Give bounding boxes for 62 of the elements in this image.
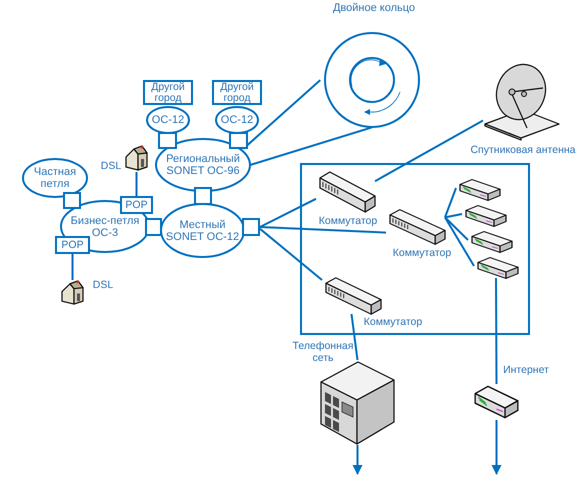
icon-caption: Интернет [502, 364, 550, 376]
labeled-box [212, 80, 262, 105]
node-label: Другой город [219, 82, 255, 104]
labeled-box [143, 80, 193, 105]
connector-square [229, 132, 248, 149]
router-icon [458, 178, 502, 202]
network-boundary [300, 163, 530, 335]
connection-line [374, 120, 484, 182]
connection-line [444, 188, 457, 218]
node-label: POP [125, 200, 148, 210]
router-icon [473, 384, 520, 420]
house-icon [60, 280, 85, 306]
icon-caption: Телефонная сеть [292, 340, 354, 364]
icon-caption: DSL [92, 279, 114, 291]
switch-icon [318, 170, 377, 214]
node-label: Региональный SONET OC-96 [165, 153, 241, 177]
satellite-dish-icon [483, 62, 561, 140]
router-icon [464, 204, 508, 228]
switch-icon [324, 276, 383, 316]
arrow [492, 420, 502, 475]
connection-line [72, 254, 74, 280]
node-label: Частная петля [32, 166, 78, 190]
labeled-box [55, 236, 90, 254]
network-ring [160, 203, 245, 258]
ring-label: Двойное кольцо [332, 2, 416, 14]
connector-square [63, 192, 81, 209]
connector-square [242, 218, 260, 236]
node-label: OC-12 [220, 114, 254, 126]
connection-line [260, 226, 386, 234]
icon-caption: Спутниковая антенна [469, 144, 577, 156]
node-label: OC-12 [152, 114, 184, 126]
icon-caption: Коммутатор [362, 316, 424, 328]
icon-caption: Коммутатор [318, 215, 378, 227]
connector-square [158, 132, 177, 149]
router-icon [476, 256, 520, 280]
connection-line [444, 216, 475, 267]
connection-line [259, 228, 323, 281]
connection-line [350, 314, 358, 360]
connection-line [250, 126, 372, 166]
arrow [352, 445, 362, 475]
connector-square [194, 187, 212, 205]
server-icon [320, 360, 395, 445]
labeled-box [120, 196, 153, 214]
icon-caption: Коммутатор [392, 247, 452, 259]
connection-line [136, 172, 138, 196]
node-label: POP [61, 240, 84, 250]
node-label: Другой город [150, 82, 186, 104]
network-ring [155, 138, 251, 192]
connection-line [444, 216, 469, 241]
connector-square [145, 218, 162, 236]
network-ring [215, 106, 259, 134]
node-label: Бизнес-петля OC-3 [70, 214, 140, 238]
connection-line [260, 198, 316, 228]
house-icon [124, 145, 149, 172]
network-ring [146, 106, 190, 134]
switch-icon [388, 208, 447, 246]
router-icon [470, 230, 514, 254]
icon-caption: DSL [100, 160, 122, 172]
node-label: Местный SONET OC-12 [164, 218, 240, 242]
connection-line [495, 278, 498, 384]
connection-line [444, 213, 462, 218]
network-ring [22, 158, 88, 198]
